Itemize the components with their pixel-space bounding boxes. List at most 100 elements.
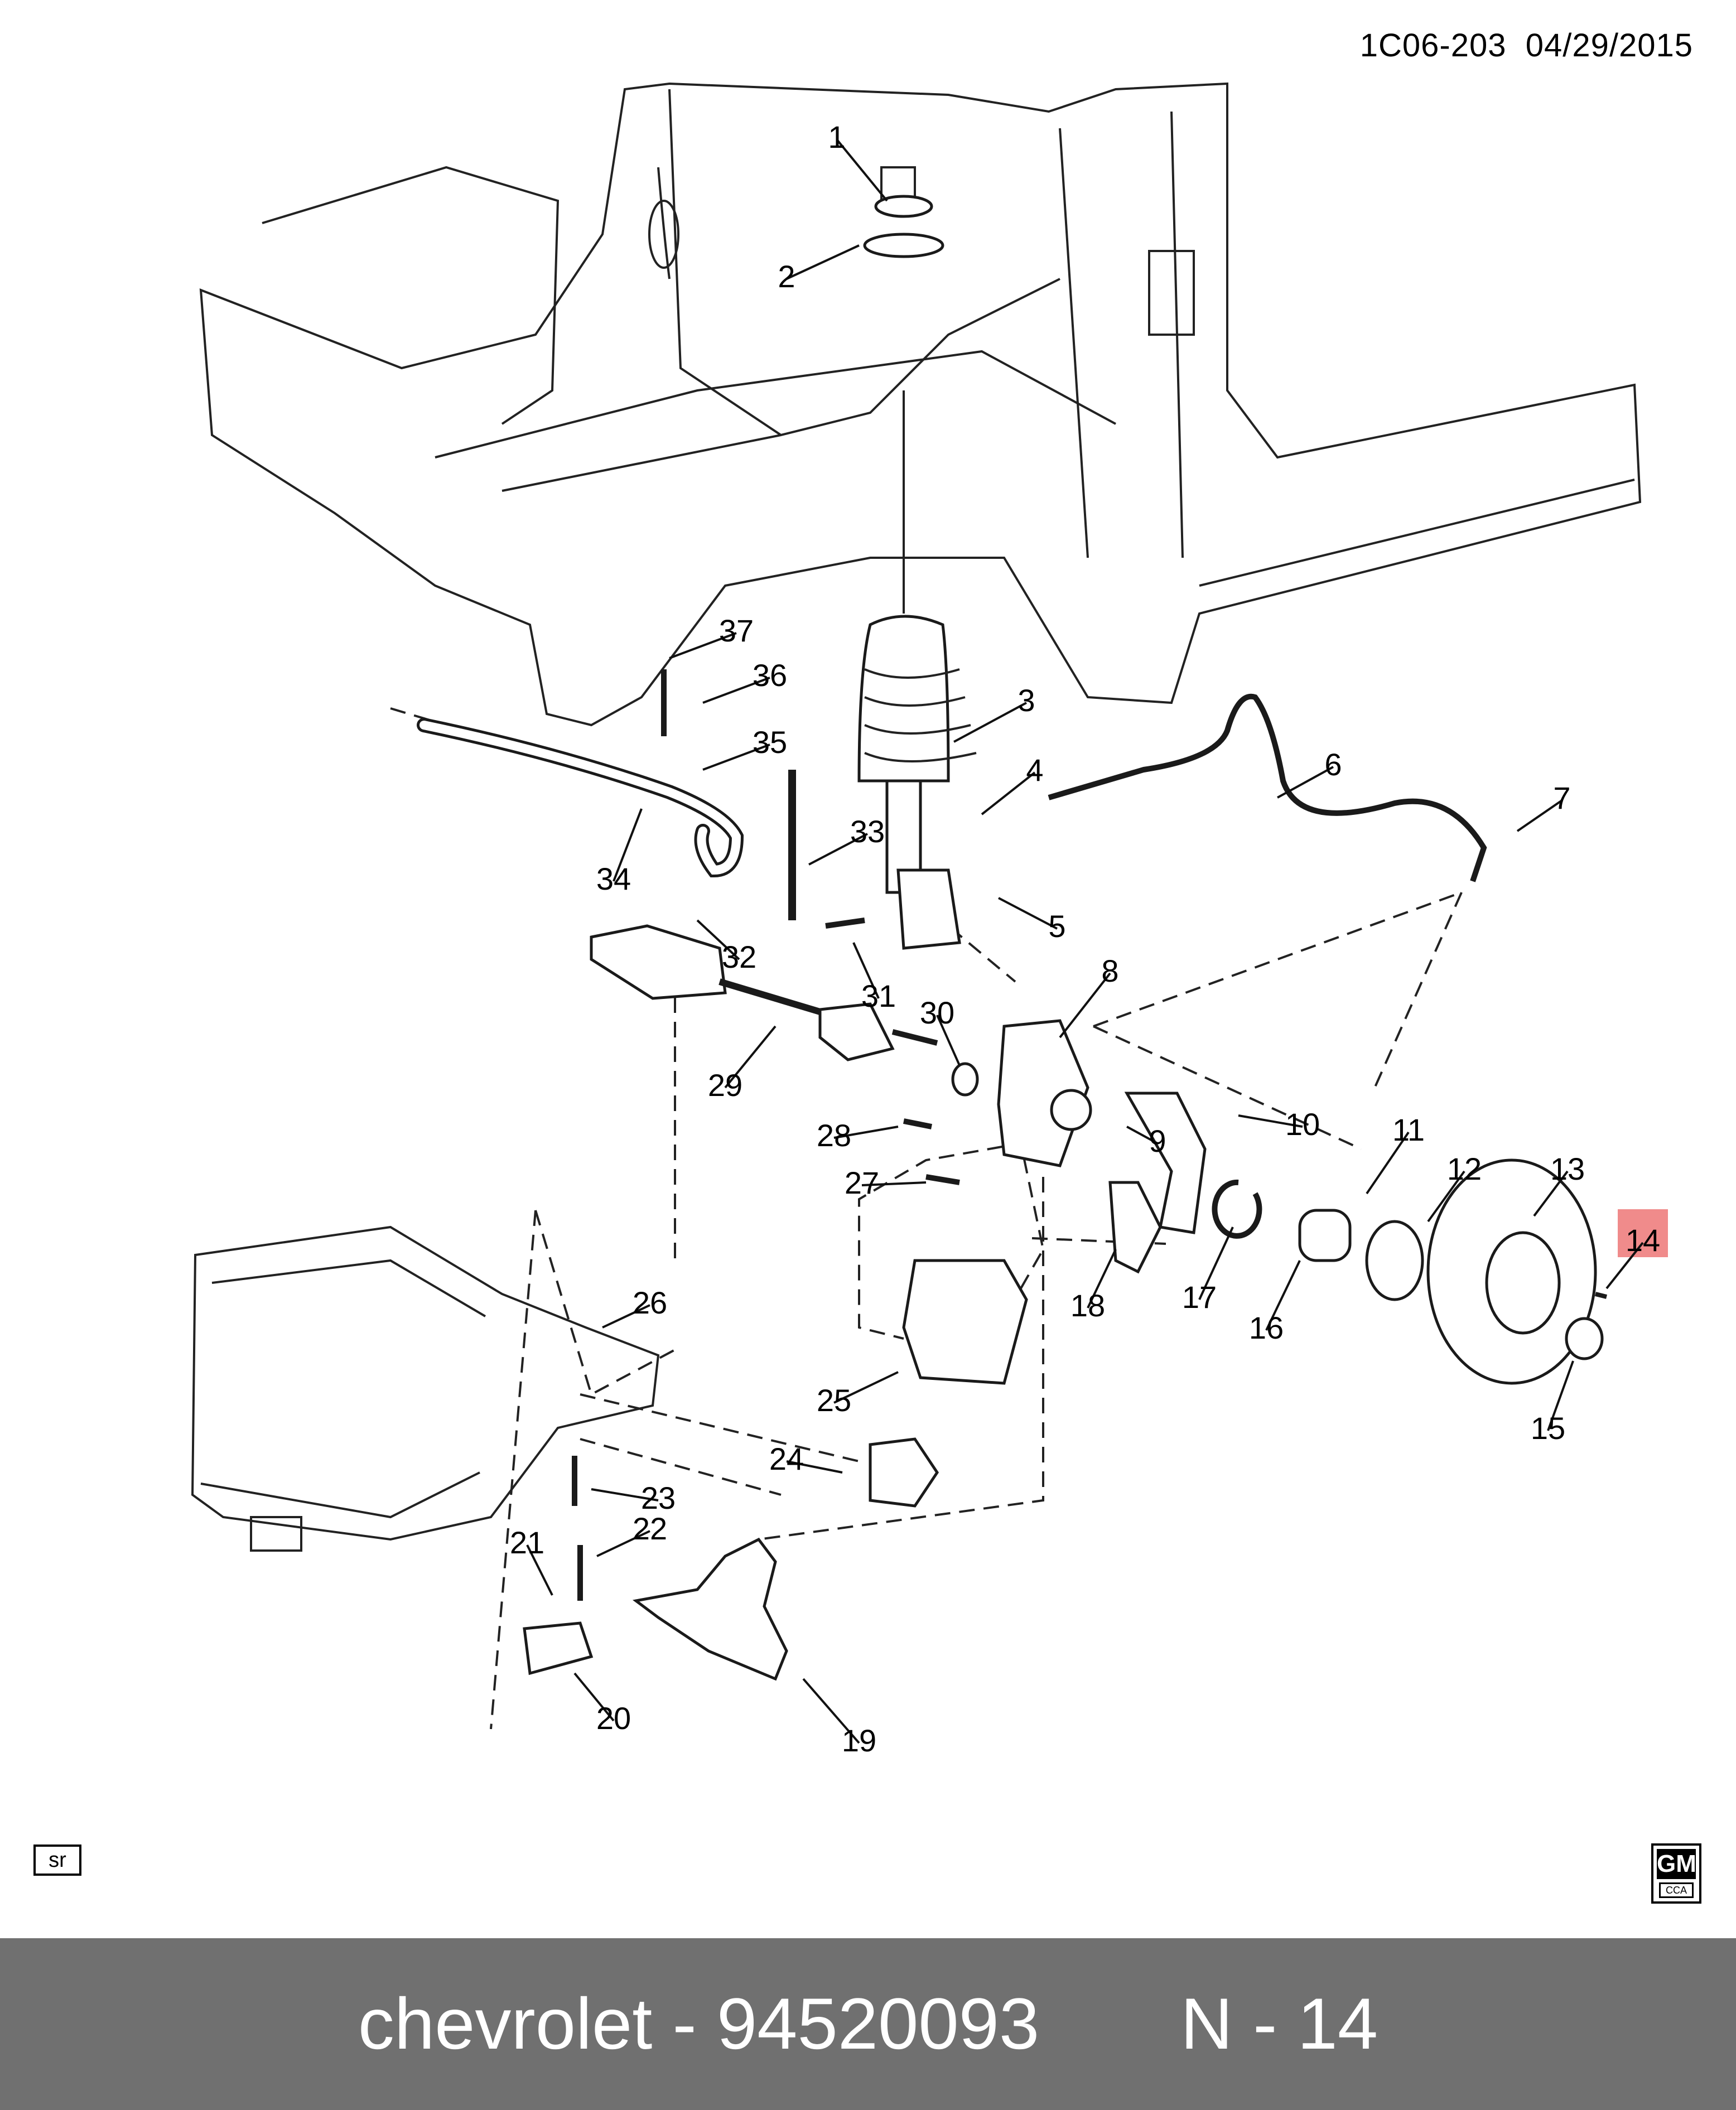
callout-30: 30 — [920, 995, 954, 1030]
knuckle-bore — [1050, 1089, 1092, 1131]
splash-shield-lower — [1108, 1181, 1162, 1274]
bolts — [572, 669, 960, 1601]
callout-23: 23 — [641, 1480, 676, 1515]
strut-assembly — [857, 195, 977, 950]
callout-25: 25 — [817, 1383, 851, 1418]
leader-line-15 — [1547, 1360, 1574, 1431]
callout-36: 36 — [753, 658, 787, 693]
callout-22: 22 — [633, 1511, 667, 1546]
leader-line-8 — [1059, 972, 1111, 1039]
callout-28: 28 — [817, 1118, 851, 1153]
callout-8: 8 — [1101, 953, 1118, 988]
leader-line-37 — [669, 632, 737, 659]
drive-shaft — [590, 770, 979, 1097]
hub — [1365, 1220, 1424, 1301]
leader-line-14 — [1605, 1242, 1644, 1290]
callout-2: 2 — [778, 259, 795, 294]
callout-1: 1 — [828, 119, 845, 154]
footer-text: chevrolet - 94520093 N - 14 — [358, 1983, 1378, 2064]
control-arm-bushing — [869, 1437, 939, 1508]
gm-logo: GM CCA — [1651, 1843, 1701, 1904]
callout-13: 13 — [1550, 1151, 1585, 1186]
leader-line-25 — [833, 1371, 899, 1404]
brake-caliper — [902, 1259, 1028, 1385]
rotor-hat — [1485, 1231, 1561, 1335]
callout-26: 26 — [633, 1285, 667, 1320]
callout-31: 31 — [861, 978, 896, 1013]
ref-code: 1C06-203 — [1359, 27, 1507, 64]
callout-34: 34 — [596, 861, 631, 896]
leader-line-19 — [802, 1678, 860, 1744]
callout-14: 14 — [1626, 1223, 1660, 1258]
callout-20: 20 — [596, 1701, 631, 1736]
footer-brand: chevrolet — [358, 1983, 653, 2064]
diagram-illustration: 1234567891011121314151617181920212223242… — [191, 82, 1668, 1758]
sensor-harness — [1048, 693, 1487, 882]
leader-line-6 — [1277, 766, 1334, 799]
callout-12: 12 — [1447, 1151, 1482, 1186]
leader-line-30 — [936, 1015, 961, 1066]
body-structure — [199, 82, 1642, 727]
highlight-box — [1618, 1209, 1668, 1257]
corner-label: sr — [33, 1845, 81, 1876]
callout-11: 11 — [1392, 1112, 1425, 1147]
callout-32: 32 — [722, 939, 756, 974]
callout-6: 6 — [1324, 747, 1342, 782]
callout-10: 10 — [1285, 1107, 1320, 1142]
lower-control-arm — [632, 1537, 788, 1681]
wheel-bearing — [1298, 1209, 1352, 1262]
leader-line-3 — [953, 702, 1027, 743]
leader-line-31 — [852, 942, 880, 999]
leader-line-13 — [1533, 1170, 1569, 1217]
callout-17: 17 — [1182, 1279, 1217, 1315]
leader-line-33 — [808, 833, 868, 866]
callout-37: 37 — [719, 613, 754, 648]
leader-line-11 — [1366, 1131, 1410, 1195]
callout-33: 33 — [850, 814, 885, 849]
callout-16: 16 — [1249, 1310, 1284, 1345]
callout-21: 21 — [510, 1525, 544, 1560]
callout-27: 27 — [845, 1165, 879, 1200]
subframe — [191, 1225, 660, 1552]
leader-line-2 — [786, 244, 860, 280]
callout-5: 5 — [1048, 909, 1065, 944]
ref-date: 04/29/2015 — [1525, 27, 1693, 64]
leader-line-12 — [1427, 1170, 1465, 1223]
leader-line-23 — [591, 1488, 659, 1501]
leader-line-35 — [702, 743, 770, 771]
footer-position: N - 14 — [1180, 1983, 1378, 2064]
leader-line-32 — [696, 919, 740, 960]
callout-3: 3 — [1018, 683, 1035, 718]
leader-line-26 — [602, 1304, 650, 1329]
callout-4: 4 — [1026, 752, 1043, 788]
splash-shield — [1124, 1092, 1207, 1234]
callout-24: 24 — [769, 1441, 804, 1476]
leader-line-34 — [613, 808, 643, 882]
hub-nut — [1565, 1317, 1604, 1360]
leader-line-10 — [1238, 1114, 1303, 1128]
stabilizer-bar — [417, 718, 744, 878]
leader-line-16 — [1265, 1260, 1301, 1331]
callout-19: 19 — [842, 1723, 876, 1758]
document-ref: 1C06-203 04/29/2015 — [1360, 27, 1693, 64]
leader-line-29 — [724, 1025, 777, 1089]
gm-logo-text: GM — [1657, 1849, 1696, 1879]
leader-line-22 — [596, 1530, 650, 1557]
callout-35: 35 — [753, 725, 787, 760]
leader-line-21 — [526, 1544, 553, 1596]
footer-bar: chevrolet - 94520093 N - 14 — [0, 1938, 1736, 2110]
leader-line-24 — [786, 1460, 843, 1474]
callout-9: 9 — [1149, 1123, 1166, 1158]
footer-part-number: 94520093 — [716, 1983, 1040, 2064]
leader-line-17 — [1198, 1227, 1234, 1300]
leader-line-4 — [981, 771, 1036, 815]
callout-15: 15 — [1531, 1411, 1565, 1446]
leader-line-7 — [1516, 799, 1563, 832]
leader-line-36 — [702, 677, 770, 704]
callout-18: 18 — [1070, 1288, 1105, 1323]
callout-7: 7 — [1553, 780, 1570, 815]
leader-line-20 — [573, 1672, 615, 1722]
leader-line-27 — [861, 1181, 927, 1186]
